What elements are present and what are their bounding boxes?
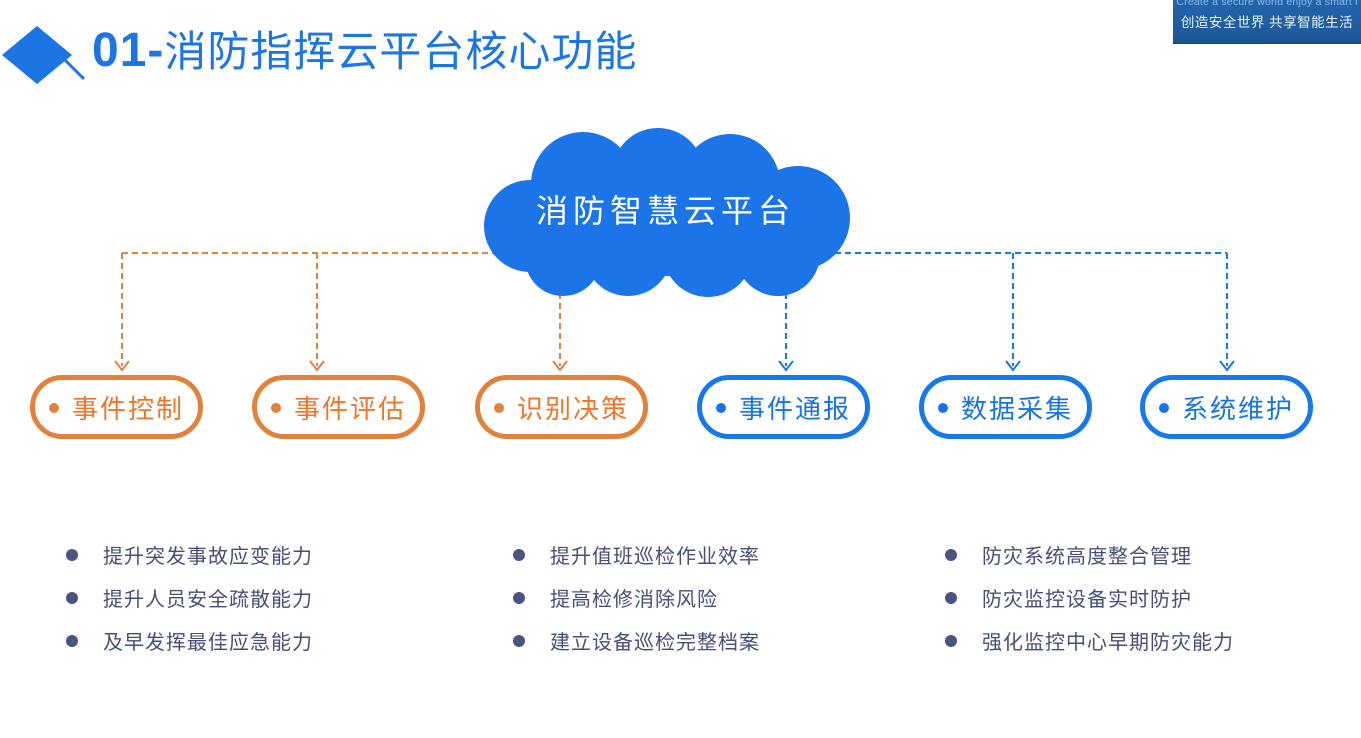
- node-event-control: 事件控制: [30, 375, 203, 439]
- benefit-column-1: 提升突发事故应变能力 提升人员安全疏散能力 及早发挥最佳应急能力: [66, 533, 313, 662]
- bullet-dot-icon: [513, 634, 525, 647]
- bullet-dot-icon: [66, 634, 78, 647]
- bullet-dot-icon: [513, 548, 525, 561]
- banner-slogan-en: Create a secure world enjoy a smart l: [1176, 0, 1358, 8]
- list-item: 强化监控中心早期防灾能力: [945, 619, 1234, 662]
- page-title: 01- 消防指挥云平台核心功能: [92, 18, 637, 79]
- list-item: 防灾系统高度整合管理: [945, 533, 1234, 576]
- bullet-dot-icon: [66, 548, 78, 561]
- diamond-logo-icon: [2, 26, 86, 84]
- arrowhead-icon: [1005, 360, 1021, 372]
- bullet-dot-icon: [945, 548, 957, 561]
- bullet-dot-icon: [493, 403, 504, 413]
- node-system-maintenance: 系统维护: [1140, 375, 1313, 439]
- bullet-dot-icon: [1158, 403, 1169, 413]
- list-item: 提升人员安全疏散能力: [66, 576, 313, 619]
- bullet-dot-icon: [937, 403, 948, 413]
- list-item: 建立设备巡检完整档案: [513, 619, 760, 662]
- list-item: 防灾监控设备实时防护: [945, 576, 1234, 619]
- cloud-title: 消防智慧云平台: [535, 193, 795, 229]
- bullet-dot-icon: [48, 403, 59, 413]
- bullet-dot-icon: [66, 591, 78, 604]
- list-item: 提升值班巡检作业效率: [513, 533, 760, 576]
- list-item: 提高检修消除风险: [513, 576, 760, 619]
- bullet-dot-icon: [513, 591, 525, 604]
- bullet-dot-icon: [945, 591, 957, 604]
- node-identify-decision: 识别决策: [475, 375, 648, 439]
- benefit-column-3: 防灾系统高度整合管理 防灾监控设备实时防护 强化监控中心早期防灾能力: [945, 533, 1234, 662]
- list-item: 提升突发事故应变能力: [66, 533, 313, 576]
- corner-banner: Create a secure world enjoy a smart l 创造…: [1173, 0, 1361, 44]
- bullet-dot-icon: [270, 403, 281, 413]
- arrowhead-icon: [778, 360, 794, 372]
- title-text: 消防指挥云平台核心功能: [164, 30, 638, 76]
- node-event-evaluation: 事件评估: [252, 375, 425, 439]
- benefit-column-2: 提升值班巡检作业效率 提高检修消除风险 建立设备巡检完整档案: [513, 533, 760, 662]
- title-number: 01-: [92, 24, 165, 77]
- cloud-shape: 消防智慧云平台: [478, 126, 853, 298]
- node-data-collection: 数据采集: [919, 375, 1092, 439]
- bullet-dot-icon: [715, 403, 726, 413]
- banner-slogan-cn: 创造安全世界 共享智能生活: [1180, 15, 1354, 30]
- list-item: 及早发挥最佳应急能力: [66, 619, 313, 662]
- arrowhead-icon: [552, 360, 568, 372]
- bullet-dot-icon: [945, 634, 957, 647]
- arrowhead-icon: [309, 360, 325, 372]
- arrowhead-icon: [1219, 360, 1235, 372]
- arrowhead-icon: [114, 360, 130, 372]
- node-event-notification: 事件通报: [697, 375, 870, 439]
- cloud-icon: [484, 128, 850, 297]
